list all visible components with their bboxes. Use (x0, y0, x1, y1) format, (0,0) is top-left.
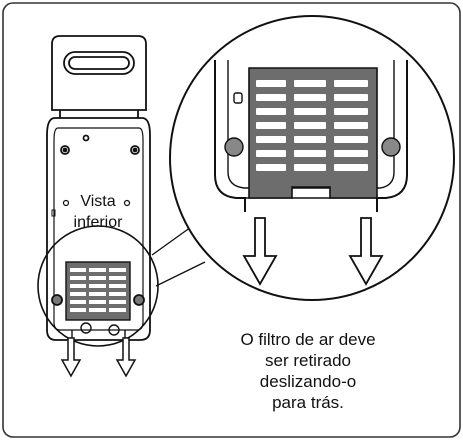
caption-line3: deslizando-o (260, 372, 356, 391)
caption-line2: ser retirado (265, 351, 351, 370)
marker-dot (123, 199, 131, 207)
view-label-line1: Vista (80, 193, 115, 210)
down-arrow-icon (242, 217, 278, 286)
device-bottom-view (37, 35, 159, 347)
connector-knob (108, 324, 120, 336)
caption-line4: para trás. (272, 393, 344, 412)
screw-icon (60, 145, 70, 155)
down-arrow-icon (60, 337, 82, 378)
device-lid (51, 35, 147, 111)
screw-icon (62, 147, 68, 153)
device-filter-slots (70, 268, 126, 312)
zoom-indicator-circle (37, 225, 159, 347)
zoom-side-marker (233, 92, 243, 104)
screw-icon (130, 145, 140, 155)
vent-grille-icon (133, 294, 145, 306)
zoom-device-inner (227, 60, 395, 189)
device-body-inner (53, 127, 144, 331)
screw-icon (82, 134, 90, 142)
zoom-device-outline (214, 60, 408, 212)
side-slot (51, 209, 56, 217)
zoomed-detail (169, 15, 455, 301)
down-arrow-icon (348, 217, 384, 286)
small-arrows (60, 337, 137, 378)
zoom-air-filter (248, 67, 378, 199)
vent-grille-icon (51, 294, 63, 306)
marker-dot (62, 199, 70, 207)
vent-grille-icon (381, 137, 401, 157)
down-arrow-icon (115, 337, 137, 378)
screw-icon (132, 147, 138, 153)
vent-grille-icon (224, 137, 244, 157)
zoom-filter-slots (256, 80, 368, 171)
caption-line1: O filtro de ar deve (240, 330, 375, 349)
connector-knob (80, 322, 92, 334)
lid-handle-slot (63, 51, 135, 75)
lid-handle-inner (68, 56, 130, 70)
view-label-line2: inferior (74, 214, 124, 231)
